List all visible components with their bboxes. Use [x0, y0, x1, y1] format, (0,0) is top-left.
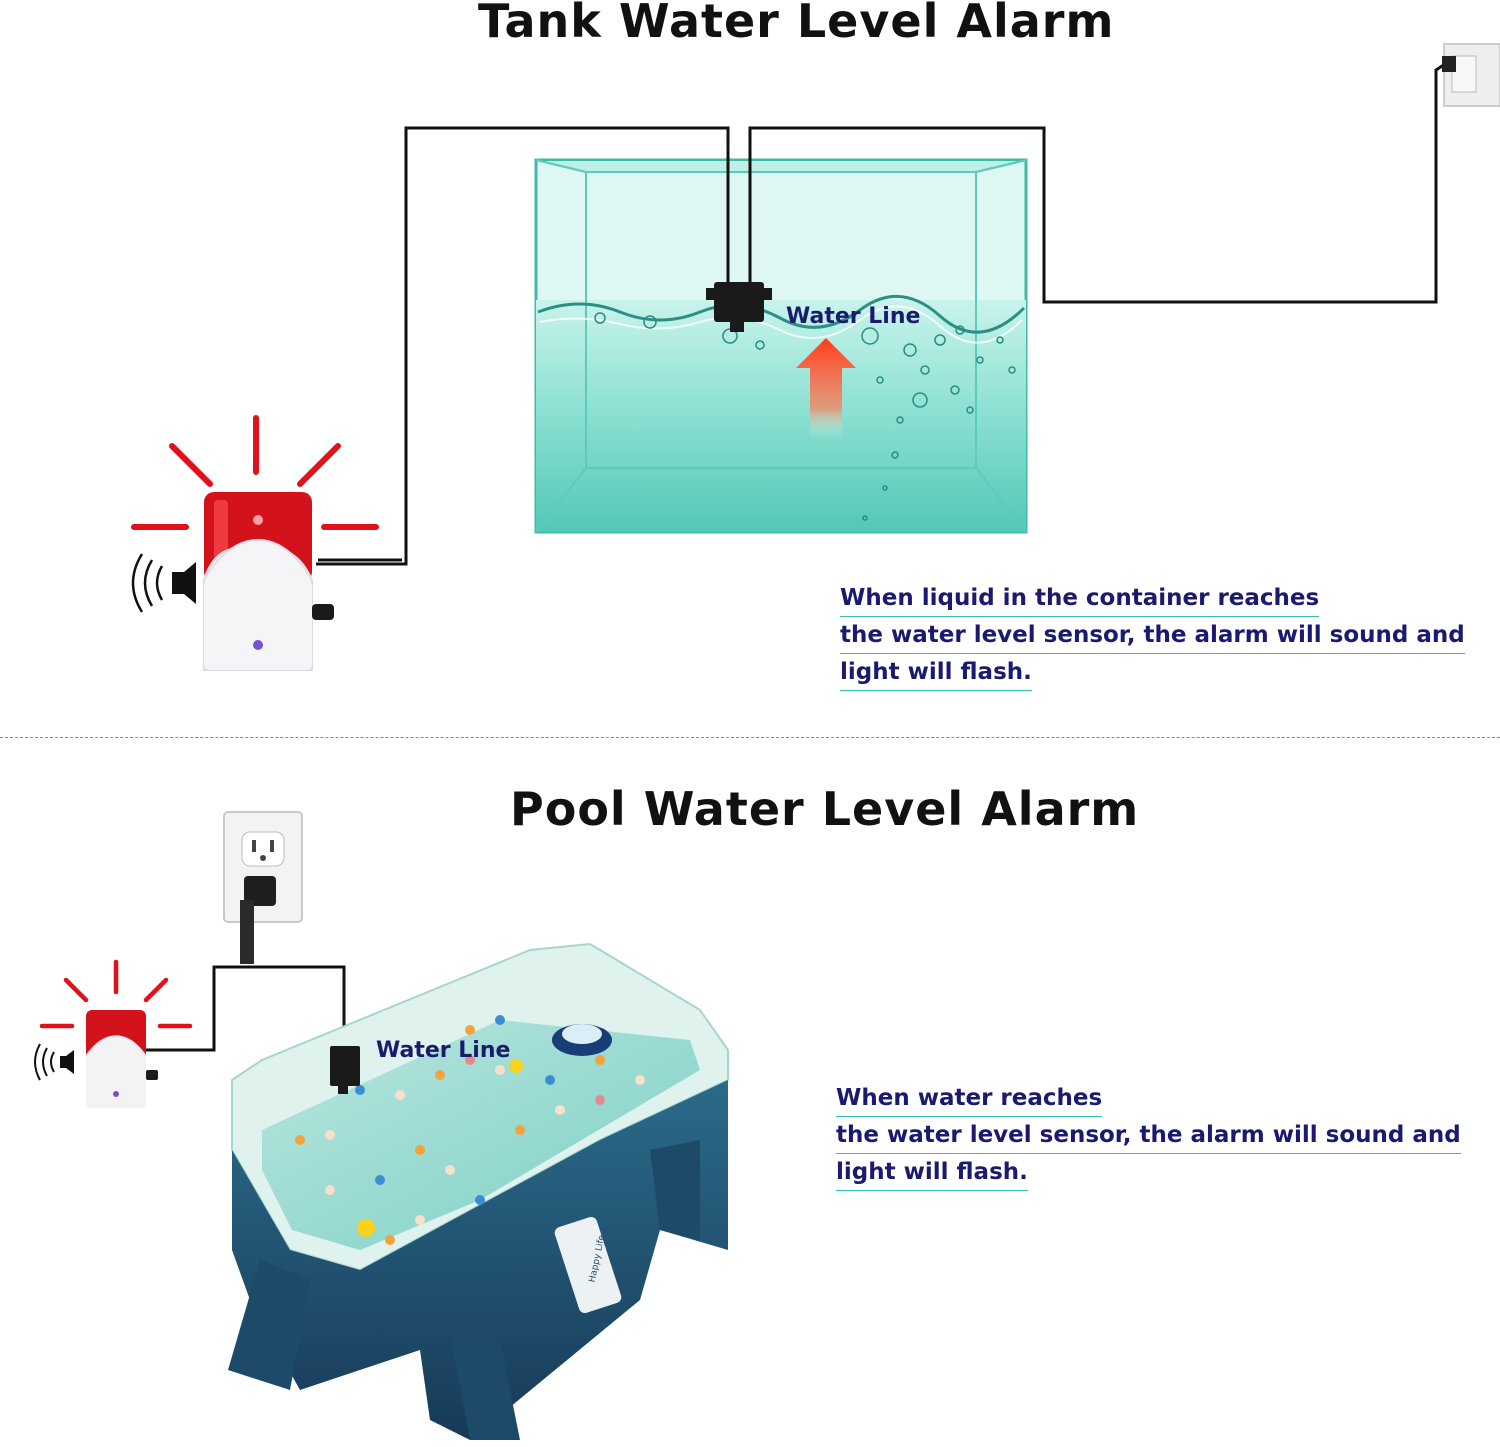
pool-desc-line-3: light will flash. [836, 1155, 1028, 1191]
siren-alarm-icon [131, 415, 379, 671]
bubbles [594, 312, 1016, 521]
pool-speaker-icon [34, 1043, 74, 1081]
section-divider [0, 737, 1500, 738]
water-sensor-icon [706, 282, 772, 332]
pool-desc-line-2: the water level sensor, the alarm will s… [836, 1118, 1461, 1154]
pool-water-sensor-icon [330, 1046, 360, 1094]
pool-water-line-label: Water Line [376, 1038, 510, 1063]
tank-water-line-label: Water Line [786, 304, 920, 329]
pool-diagram: Happy Life [34, 811, 729, 1440]
tank-desc-line-1: When liquid in the container reaches [840, 581, 1320, 617]
speaker-icon [131, 553, 196, 613]
tank-desc-line-3: light will flash. [840, 655, 1032, 691]
tank-description: When liquid in the container reaches the… [840, 581, 1465, 692]
pool-balls [295, 1015, 645, 1245]
arrow-up-icon [796, 338, 856, 438]
tank-desc-line-2: the water level sensor, the alarm will s… [840, 618, 1465, 654]
wall-outlet-icon [1442, 43, 1500, 107]
pool-desc-line-1: When water reaches [836, 1081, 1103, 1117]
pool-wall-outlet-icon [223, 811, 303, 964]
tank-diagram: Water Line [131, 43, 1500, 671]
tank-wiring [316, 60, 1449, 566]
pool-title: Pool Water Level Alarm [510, 782, 1140, 836]
glass-tank [534, 158, 1028, 534]
pool-siren-alarm-icon [39, 959, 193, 1108]
pool-wiring [146, 965, 346, 1052]
tank-title: Tank Water Level Alarm [478, 0, 1115, 48]
pool-description: When water reaches the water level senso… [836, 1081, 1461, 1192]
pool: Happy Life [228, 942, 729, 1440]
